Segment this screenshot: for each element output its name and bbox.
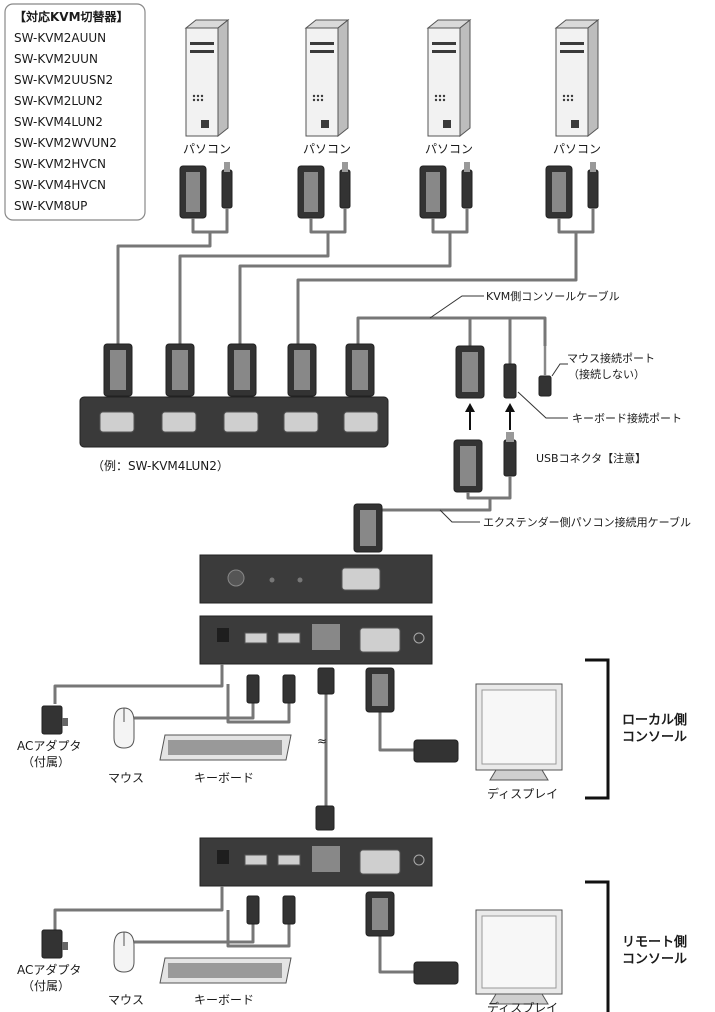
ac-adapter-note: （付属） — [22, 755, 70, 769]
pc-1: パソコン — [183, 18, 231, 156]
local-display — [413, 683, 563, 781]
approx-symbol: ≈ — [317, 734, 327, 748]
keyboard-port-label: キーボード接続ポート — [572, 411, 682, 425]
remote-ac-adapter-note: （付属） — [22, 979, 70, 993]
local-plugs — [246, 667, 395, 713]
mouse-port-label: マウス接続ポート — [567, 351, 655, 365]
pc-connector-pair-3 — [419, 162, 473, 219]
remote-side-label: リモート側 — [622, 934, 687, 950]
extender-front-unit — [199, 554, 433, 604]
extender-pc-cable-label: エクステンダー側パソコン接続用ケーブル — [483, 515, 691, 529]
list-title: 【対応KVM切替器】 — [14, 9, 129, 24]
usb-connector-label: USBコネクタ【注意】 — [536, 451, 646, 465]
local-console-label: コンソール — [622, 730, 687, 745]
pc-connector-pair-4 — [545, 162, 599, 219]
pc-label: パソコン — [183, 142, 231, 156]
vga-port — [161, 411, 197, 433]
display-cable — [378, 930, 416, 974]
pc-cable — [116, 232, 212, 346]
remote-plugs — [246, 891, 395, 937]
local-mouse — [113, 707, 135, 749]
vga-port — [99, 411, 135, 433]
ac-adapter-cable — [53, 886, 224, 930]
model-item: SW-KVM2UUSN2 — [14, 73, 113, 87]
ac-adapter — [41, 705, 68, 735]
switch-connectors — [103, 343, 375, 397]
remote-extender-unit — [199, 837, 433, 887]
model-item: SW-KVM2WVUN2 — [14, 136, 117, 150]
pc-label: パソコン — [553, 142, 601, 156]
remote-bracket — [585, 880, 610, 1012]
model-item: SW-KVM2LUN2 — [14, 94, 103, 108]
remote-mouse — [113, 931, 135, 973]
local-keyboard — [159, 734, 292, 761]
vga-port — [343, 411, 379, 433]
kvm-console-cable-label: KVM側コンソールケーブル — [486, 289, 620, 303]
pc-connector-pair-2 — [297, 162, 351, 219]
pc-2: パソコン — [303, 18, 351, 156]
console-cable-end — [455, 345, 552, 399]
pc-cable — [296, 232, 578, 346]
local-display-label: ディスプレイ — [487, 786, 558, 801]
list-frame — [4, 3, 146, 221]
local-extender-unit — [199, 615, 433, 665]
pc-4: パソコン — [553, 18, 601, 156]
model-item: SW-KVM2HVCN — [14, 157, 106, 171]
pc-connector-pair-1 — [179, 162, 233, 219]
remote-display-label: ディスプレイ — [487, 1000, 558, 1012]
compatible-kvm-list: 【対応KVM切替器】 SW-KVM2AUUN SW-KVM2UUN SW-KVM… — [4, 3, 146, 221]
remote-display — [413, 909, 563, 1005]
pc-3: パソコン — [425, 18, 473, 156]
model-item: SW-KVM2AUUN — [14, 31, 106, 45]
pc-label: パソコン — [303, 142, 351, 156]
mouse-usb-plug — [538, 375, 552, 397]
vga-port — [283, 411, 319, 433]
kvm-switch — [79, 396, 389, 448]
display-cable — [378, 708, 416, 752]
remote-ac-adapter — [41, 929, 68, 959]
model-item: SW-KVM8UP — [14, 199, 87, 213]
model-item: SW-KVM4HVCN — [14, 178, 106, 192]
remote-console-label: コンソール — [622, 952, 687, 967]
remote-keyboard — [159, 957, 292, 984]
ac-adapter-cable — [53, 664, 224, 704]
pc-cable — [178, 232, 330, 346]
kvm-console-cable — [356, 316, 547, 346]
extender-pc-cable — [368, 498, 492, 520]
local-bracket — [585, 658, 610, 800]
vga-port — [223, 411, 259, 433]
extender-cable-bottom-connector — [353, 503, 383, 553]
model-item: SW-KVM2UUN — [14, 52, 98, 66]
switch-example-label: （例：SW-KVM4LUN2） — [92, 459, 229, 473]
mouse-port-note: （接続しない） — [568, 367, 645, 381]
keyboard-usb-plug — [503, 363, 517, 399]
remote-ac-adapter-label: ACアダプタ — [17, 962, 81, 977]
local-keyboard-label: キーボード — [194, 771, 254, 785]
ac-adapter-label: ACアダプタ — [17, 738, 81, 753]
model-item: SW-KVM4LUN2 — [14, 115, 103, 129]
remote-mouse-label: マウス — [108, 993, 144, 1007]
pc-cable — [238, 232, 452, 346]
remote-keyboard-label: キーボード — [194, 993, 254, 1007]
local-side-label: ローカル側 — [622, 712, 687, 728]
pc-label: パソコン — [425, 142, 473, 156]
lan-plug — [315, 805, 335, 831]
local-mouse-label: マウス — [108, 771, 144, 785]
extender-cable-top-connectors — [453, 432, 517, 493]
